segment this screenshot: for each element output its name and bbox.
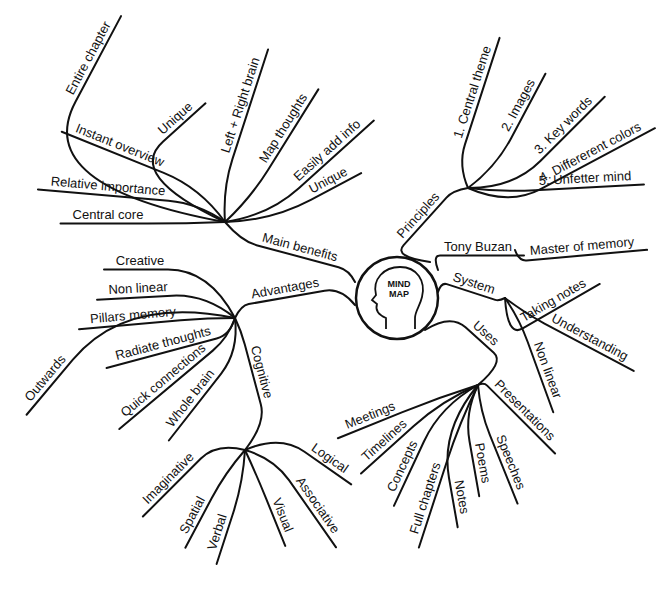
branch-line <box>61 222 226 224</box>
branch-label: System <box>450 269 498 297</box>
branch-label: Relative importance <box>49 173 167 198</box>
branch-label: Advantages <box>249 274 321 301</box>
branch-label: 2. Images <box>498 75 539 134</box>
branch-label: 1. Central theme <box>450 43 495 141</box>
branch-label: Understanding <box>548 310 631 364</box>
branch-line <box>436 256 524 271</box>
branch-line <box>225 222 355 282</box>
branch-label: Visual <box>269 495 297 535</box>
branch-line <box>217 450 245 564</box>
branch-label: Associative <box>292 473 343 537</box>
branch-label: Full chapters <box>406 459 444 536</box>
central-circle: MIND MAP <box>354 255 440 341</box>
head-silhouette <box>372 267 423 329</box>
branch-label: Outwards <box>21 351 70 405</box>
branch-label: Left + Right brain <box>217 54 263 155</box>
branch-label: Uses <box>469 317 503 349</box>
branch-label: Creative <box>115 253 165 268</box>
branch-label: Logical <box>308 439 352 476</box>
branch-label: Main benefits <box>260 229 341 264</box>
branch-label: Notes <box>451 478 472 516</box>
branch-label: Map thoughts <box>255 90 311 166</box>
central-title: MIND MAP <box>381 279 417 299</box>
branch-label: Non linear <box>107 279 169 297</box>
branch-label: Speeches <box>493 431 529 492</box>
branch-label: Unique <box>154 98 196 138</box>
branch-label: Pillars memory <box>89 304 178 327</box>
branch-label: Verbal <box>204 511 230 553</box>
branch-label: Imaginative <box>138 448 197 507</box>
branch-line <box>107 318 235 368</box>
branch-label: Principles <box>393 188 443 241</box>
branch-label: Master of memory <box>528 234 636 258</box>
branch-label: Spatial <box>176 493 209 537</box>
branch-label: Central core <box>72 207 145 222</box>
branch-label: Entire chapter <box>62 18 114 98</box>
branch-label: Non linear <box>530 339 565 402</box>
branch-label: Cognitive <box>247 343 276 401</box>
branch-label: Tony Buzan <box>443 239 513 254</box>
branch-line <box>361 385 478 473</box>
branch-label: Poems <box>472 441 494 485</box>
branch-line <box>338 385 478 438</box>
branch-label: Instant overview <box>73 120 168 170</box>
